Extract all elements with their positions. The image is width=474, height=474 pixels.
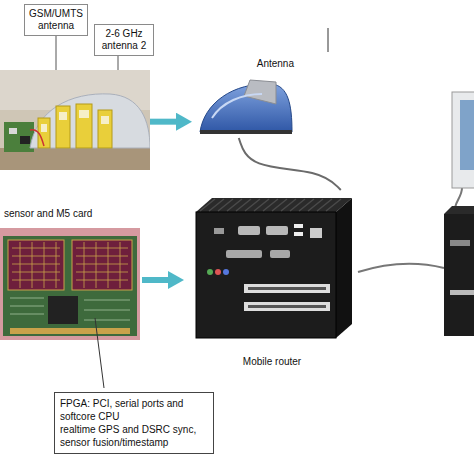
- fpga-board-photo: [3, 236, 137, 336]
- router-illustration: [200, 199, 341, 211]
- flow-arrow: [142, 271, 184, 289]
- sensor-photo: [41, 124, 47, 132]
- router-illustration: [244, 284, 330, 293]
- router-illustration: [294, 224, 303, 228]
- sensor-photo: [0, 70, 150, 170]
- sensor-photo: [0, 70, 150, 170]
- callout-label: GSM/UMTS antenna: [29, 8, 83, 32]
- fpga-leader-line: [95, 318, 104, 388]
- fpga-board-photo: [12, 242, 60, 288]
- callout-label: 2-6 GHz antenna 2: [99, 28, 149, 52]
- sensor-photo: [30, 130, 44, 146]
- sensor-photo: sensor and M5 card: [0, 70, 150, 222]
- flow-arrow: [168, 271, 184, 289]
- router-illustration: Mobile router: [186, 190, 358, 372]
- router-illustration: [238, 226, 260, 235]
- monitor-illustration: [460, 100, 474, 170]
- sensor-photo: [20, 136, 30, 144]
- photo-caption: sensor and M5 card: [4, 208, 92, 220]
- router-illustration: [196, 212, 336, 338]
- router-illustration: [226, 250, 262, 258]
- flow-arrow: [150, 119, 180, 125]
- router-illustration: [186, 190, 358, 340]
- component-label: Mobile router: [186, 356, 358, 368]
- sensor-photo: [30, 94, 150, 148]
- sensor-photo: [98, 110, 112, 148]
- sensor-photo: [101, 116, 109, 124]
- router-illustration: [214, 228, 224, 234]
- callout-box: GSM/UMTS antenna: [24, 4, 88, 36]
- router-illustration: [207, 269, 213, 275]
- sensor-photo: [9, 128, 17, 134]
- computer-box-illustration: [444, 206, 474, 336]
- sensor-photo: [59, 112, 67, 120]
- callout-box: 2-6 GHz antenna 2: [94, 24, 154, 56]
- computer-box-illustration: [450, 290, 474, 295]
- antenna-illustration: Antenna: [192, 58, 296, 138]
- monitor-illustration: [452, 92, 474, 188]
- antenna-illustration: [200, 130, 292, 134]
- antenna-illustration: [192, 74, 296, 136]
- sensor-photo: [76, 104, 92, 148]
- fpga-board-photo: [10, 298, 130, 320]
- fpga-board-photo: [48, 296, 78, 324]
- sensor-photo: [56, 106, 70, 148]
- cable: [239, 138, 341, 190]
- fpga-board-photo: [76, 242, 128, 288]
- sensor-photo: [4, 122, 34, 152]
- fpga-board-photo: [8, 240, 64, 290]
- flow-arrow: [142, 277, 170, 283]
- annotation-text: realtime GPS and DSRC sync, sensor fusio…: [60, 423, 208, 449]
- router-illustration: [244, 302, 330, 311]
- router-illustration: [248, 287, 326, 290]
- fpga-board-photo: [72, 240, 132, 290]
- router-illustration: [223, 269, 229, 275]
- router-illustration: [294, 232, 303, 236]
- component-label: Antenna: [257, 58, 294, 70]
- antenna-illustration: [244, 80, 276, 104]
- fpga-leader-line: [95, 318, 104, 388]
- antenna-leader-line: [328, 28, 329, 52]
- sensor-photo: [79, 110, 89, 118]
- computer-box-illustration: [444, 206, 474, 214]
- annotation-text: FPGA: PCI, serial ports and softcore CPU: [60, 397, 208, 423]
- computer-box-illustration: [450, 240, 470, 246]
- annotation-box: FPGA: PCI, serial ports and softcore CPU…: [54, 392, 214, 454]
- router-illustration: [310, 228, 322, 238]
- antenna-illustration: [212, 94, 262, 118]
- router-illustration: [270, 250, 290, 258]
- router-illustration: [266, 226, 288, 235]
- router-illustration: [215, 269, 221, 275]
- cable: [358, 264, 444, 272]
- router-illustration: [248, 305, 326, 308]
- fpga-board-photo: [10, 328, 130, 334]
- antenna-leader-line: [328, 28, 329, 52]
- leader-line: [118, 56, 119, 70]
- router-illustration: [336, 198, 352, 338]
- leader-line: [56, 36, 57, 70]
- fpga-board-photo: [0, 228, 140, 340]
- router-illustration: [196, 198, 352, 212]
- fpga-board-photo: [0, 228, 140, 340]
- computer-box-illustration: [444, 214, 474, 336]
- monitor-illustration: [452, 92, 474, 188]
